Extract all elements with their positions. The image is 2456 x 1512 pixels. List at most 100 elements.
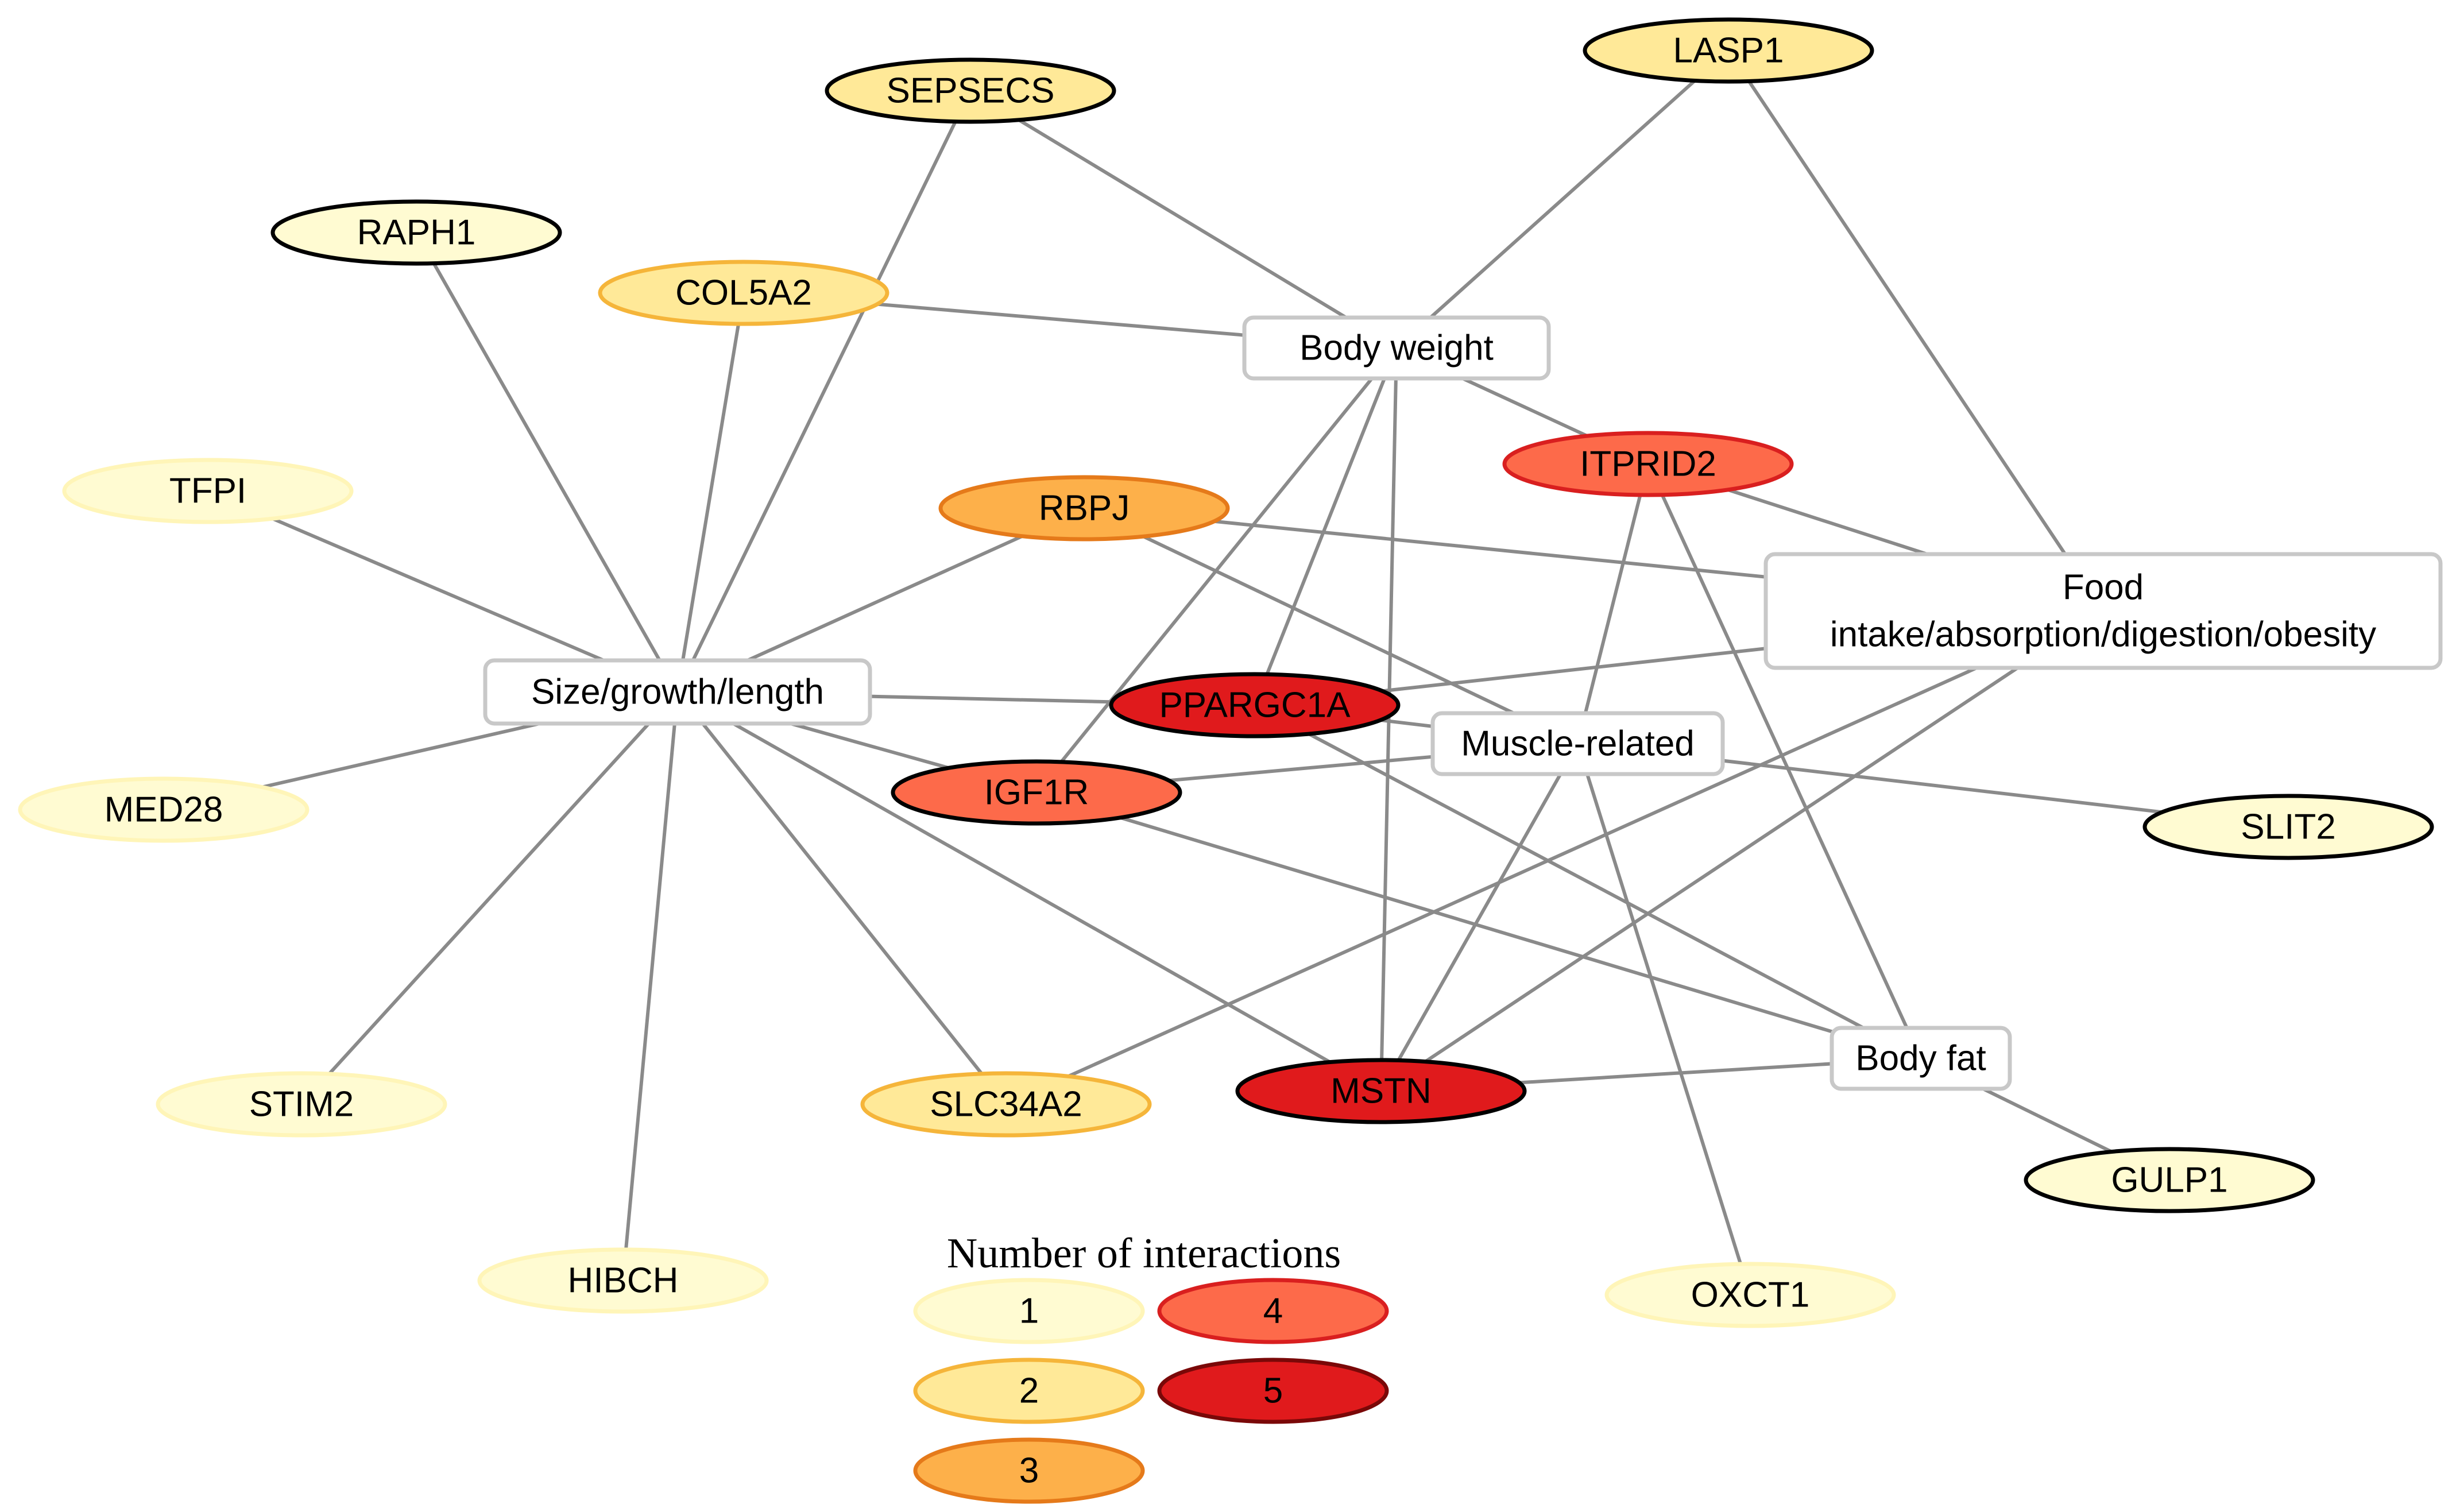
gene-node-raph1[interactable]: RAPH1 xyxy=(270,199,562,266)
trait-box xyxy=(483,658,872,726)
gene-ellipse xyxy=(270,199,562,266)
edge-hibch-size-growth xyxy=(621,691,679,1281)
gene-label: MSTN xyxy=(1331,1072,1432,1111)
edge-ppargc1a-body-weight xyxy=(1253,347,1398,706)
legend-item-1: 1 xyxy=(913,1278,1145,1344)
edge-igf1r-body-fat xyxy=(1036,791,1921,1060)
trait-node-body-weight[interactable]: Body weight xyxy=(1242,315,1551,381)
gene-ellipse xyxy=(860,1071,1152,1138)
gene-node-mstn[interactable]: MSTN xyxy=(1235,1058,1527,1124)
edge-igf1r-body-weight xyxy=(1035,347,1398,794)
gene-node-gulp1[interactable]: GULP1 xyxy=(2024,1147,2315,1213)
gene-node-stim2[interactable]: STIM2 xyxy=(156,1071,447,1138)
gene-ellipse xyxy=(62,458,354,524)
gene-label: SLIT2 xyxy=(2241,807,2335,847)
edge-mstn-muscle xyxy=(1379,743,1580,1092)
gene-node-med28[interactable]: MED28 xyxy=(18,776,310,843)
trait-label: Body fat xyxy=(1855,1039,1986,1078)
edge-rbpj-muscle xyxy=(1083,506,1579,745)
gene-label: STIM2 xyxy=(249,1085,354,1124)
edge-mstn-size-growth xyxy=(676,690,1382,1093)
gene-ellipse xyxy=(156,1071,447,1138)
gene-node-sepsecs[interactable]: SEPSECS xyxy=(825,57,1116,124)
gene-node-slit2[interactable]: SLIT2 xyxy=(2142,794,2434,860)
gene-ellipse xyxy=(2142,794,2434,860)
edge-mstn-body-weight xyxy=(1379,347,1398,1092)
trait-box xyxy=(1763,552,2443,670)
gene-ellipse xyxy=(891,759,1182,826)
edge-lasp1-food xyxy=(1727,49,2105,612)
gene-node-oxct1[interactable]: OXCT1 xyxy=(1604,1262,1896,1328)
legend: Number of interactions 1 4 2 5 3 xyxy=(913,1230,1389,1504)
gene-label: GULP1 xyxy=(2111,1161,2227,1200)
legend-item-4: 4 xyxy=(1157,1278,1389,1344)
gene-node-itprid2[interactable]: ITPRID2 xyxy=(1502,431,1794,497)
trait-node-body-fat[interactable]: Body fat xyxy=(1830,1026,2012,1091)
edge-sepsecs-body-weight xyxy=(969,89,1398,350)
gene-ellipse xyxy=(477,1247,769,1314)
gene-node-tfpi[interactable]: TFPI xyxy=(62,458,354,524)
legend-value: 3 xyxy=(1019,1451,1039,1491)
edge-oxct1-muscle xyxy=(1576,743,1752,1296)
gene-node-igf1r[interactable]: IGF1R xyxy=(891,759,1182,826)
gene-label: RAPH1 xyxy=(357,213,476,253)
legend-swatch xyxy=(1157,1358,1389,1424)
edge-stim2-size-growth xyxy=(300,690,679,1106)
gene-label: ITPRID2 xyxy=(1580,444,1716,484)
legend-swatch xyxy=(913,1437,1145,1504)
trait-label: Body weight xyxy=(1299,328,1494,368)
trait-node-food[interactable]: Food intake/absorption/digestion/obesity xyxy=(1763,552,2443,670)
gene-ellipse xyxy=(825,57,1116,124)
gene-label: RBPJ xyxy=(1039,489,1130,528)
trait-label: Muscle-related xyxy=(1461,724,1695,764)
trait-node-size-growth[interactable]: Size/growth/length xyxy=(483,658,872,726)
gene-node-lasp1[interactable]: LASP1 xyxy=(1583,17,1874,84)
gene-ellipse xyxy=(2024,1147,2315,1213)
legend-title: Number of interactions xyxy=(947,1230,1341,1277)
gene-ellipse xyxy=(1235,1058,1527,1124)
legend-value: 4 xyxy=(1263,1291,1283,1331)
gene-node-col5a2[interactable]: COL5A2 xyxy=(598,260,889,326)
gene-label: IGF1R xyxy=(984,773,1089,813)
trait-box xyxy=(1242,315,1551,381)
gene-label: HIBCH xyxy=(568,1261,679,1301)
edge-slc34a2-food xyxy=(1005,609,2104,1106)
edge-itprid2-muscle xyxy=(1576,463,1650,744)
gene-node-rbpj[interactable]: RBPJ xyxy=(938,475,1230,542)
trait-label: intake/absorption/digestion/obesity xyxy=(1830,615,2376,655)
legend-swatch xyxy=(913,1278,1145,1344)
legend-item-3: 3 xyxy=(913,1437,1145,1504)
edge-raph1-size-growth xyxy=(415,231,679,693)
gene-label: SEPSECS xyxy=(887,71,1055,111)
trait-box xyxy=(1830,1026,2012,1091)
gene-node-slc34a2[interactable]: SLC34A2 xyxy=(860,1071,1152,1138)
gene-ellipse xyxy=(1604,1262,1896,1328)
edge-col5a2-size-growth xyxy=(676,292,745,693)
legend-value: 1 xyxy=(1019,1291,1039,1331)
gene-label: PPARGC1A xyxy=(1159,686,1351,725)
trait-label: Food xyxy=(2063,568,2144,608)
gene-label: COL5A2 xyxy=(675,273,812,313)
gene-label: LASP1 xyxy=(1673,31,1784,71)
gene-node-ppargc1a[interactable]: PPARGC1A xyxy=(1109,672,1401,738)
gene-ellipse xyxy=(598,260,889,326)
legend-value: 5 xyxy=(1263,1371,1283,1411)
gene-label: OXCT1 xyxy=(1691,1275,1810,1315)
gene-label: MED28 xyxy=(105,790,223,830)
legend-value: 2 xyxy=(1019,1371,1039,1411)
edge-mstn-food xyxy=(1380,609,2105,1093)
legend-swatch xyxy=(1157,1278,1389,1344)
trait-box xyxy=(1430,711,1725,776)
gene-label: TFPI xyxy=(169,471,246,511)
edge-slc34a2-size-growth xyxy=(676,691,1008,1105)
legend-item-2: 2 xyxy=(913,1358,1145,1424)
edge-sepsecs-size-growth xyxy=(676,90,972,693)
legend-swatch xyxy=(913,1358,1145,1424)
gene-ellipse xyxy=(1583,17,1874,84)
gene-node-hibch[interactable]: HIBCH xyxy=(477,1247,769,1314)
trait-node-muscle[interactable]: Muscle-related xyxy=(1430,711,1725,776)
trait-label: Size/growth/length xyxy=(531,672,824,712)
